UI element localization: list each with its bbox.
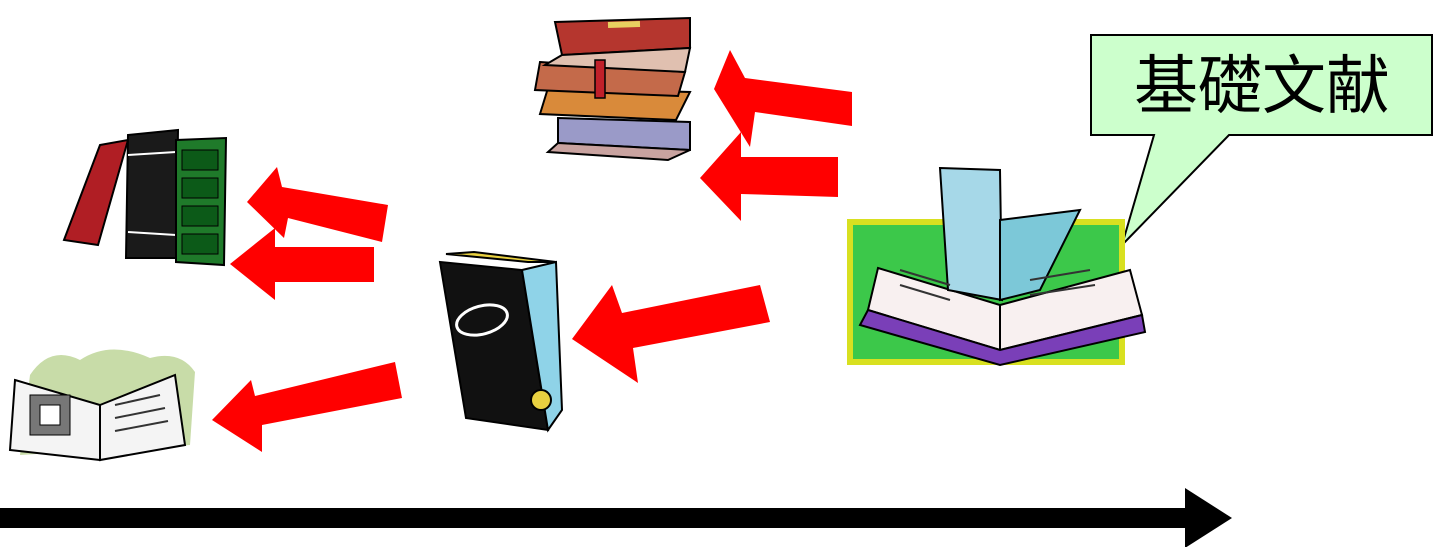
timeline-arrow: [0, 488, 1232, 547]
arrow-binder-to-openbook: [212, 362, 402, 452]
arrow-binder-to-upright-upper: [247, 167, 388, 242]
open-book-primary-icon: [850, 168, 1145, 365]
callout-label: 基礎文献: [1134, 50, 1390, 124]
arrow-primary-to-stack-upper: [714, 50, 852, 147]
callout-bubble: 基礎文献: [1091, 35, 1432, 245]
arrow-binder-to-upright-lower: [230, 228, 374, 300]
arrow-primary-to-stack-lower: [700, 132, 838, 221]
open-book-sketch-icon: [10, 349, 195, 460]
book-stack-icon: [535, 18, 690, 160]
arrow-primary-to-binder: [572, 285, 770, 383]
black-binder-icon: [440, 252, 562, 430]
upright-books-icon: [64, 130, 226, 265]
